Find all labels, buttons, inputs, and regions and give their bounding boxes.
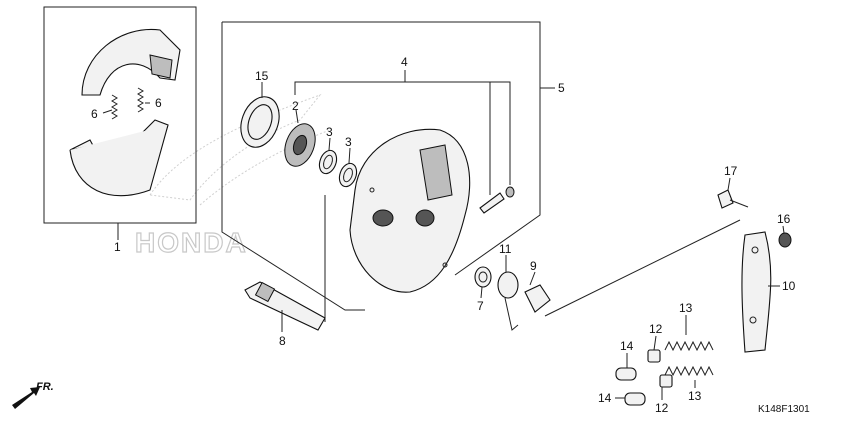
callout-7: 7 <box>477 299 484 313</box>
callout-4: 4 <box>401 55 408 69</box>
callout-14a: 14 <box>620 339 634 353</box>
nut-16 <box>778 225 792 248</box>
callout-5: 5 <box>558 81 565 95</box>
brake-panel-group <box>221 21 555 311</box>
return-spring-right <box>137 87 144 113</box>
brake-panel <box>349 128 471 293</box>
cam-shaft-8 <box>244 195 326 332</box>
brake-shoe-frame <box>43 6 197 224</box>
panel-frame-left <box>221 22 365 311</box>
callout-3b: 3 <box>345 135 352 149</box>
callout-12b: 12 <box>655 401 669 415</box>
panel-hole-left <box>372 209 394 227</box>
panel-frame-top-right <box>222 21 541 276</box>
callout-6b: 6 <box>155 96 162 110</box>
brake-shoe-upper <box>81 28 181 96</box>
washers-3 <box>318 137 358 188</box>
gear-2 <box>284 109 316 167</box>
bracket-10 <box>741 231 780 353</box>
callout-1: 1 <box>114 240 121 254</box>
watermark-text: HONDA <box>135 227 248 258</box>
bolt-17 <box>717 177 749 209</box>
callout-6a: 6 <box>91 107 98 121</box>
honda-watermark: HONDA <box>134 93 331 259</box>
callout-13b: 13 <box>688 389 702 403</box>
callout-16: 16 <box>777 212 791 226</box>
seal-15 <box>240 82 280 148</box>
pins-12 <box>647 335 673 400</box>
callout-9: 9 <box>530 259 537 273</box>
shoe-lower-rim <box>69 124 169 197</box>
panel-hole-right <box>415 209 435 227</box>
callout-3a: 3 <box>326 125 333 139</box>
shoe-upper-tab <box>149 54 173 79</box>
brake-shoe-group <box>43 6 197 240</box>
callout-17: 17 <box>724 164 738 178</box>
callout-2: 2 <box>292 99 299 113</box>
front-direction-arrow: FR. <box>12 381 54 409</box>
panel-rib <box>419 144 453 201</box>
callout-8: 8 <box>279 334 286 348</box>
callout-14b: 14 <box>598 391 612 405</box>
cable-adjuster <box>479 186 515 214</box>
direction-label: FR. <box>36 381 54 393</box>
collars-14 <box>615 353 646 406</box>
callout-10: 10 <box>782 279 796 293</box>
cable-leader <box>544 219 741 317</box>
leader-6a <box>102 109 113 114</box>
washer-7 <box>474 266 492 299</box>
arm-9 <box>524 271 551 313</box>
springs-13 <box>664 315 714 388</box>
panel-body <box>349 128 471 293</box>
spring-11 <box>497 255 519 331</box>
callout-13a: 13 <box>679 301 693 315</box>
callout-12a: 12 <box>649 322 663 336</box>
callout-15: 15 <box>255 69 269 83</box>
callout-11: 11 <box>499 242 512 256</box>
drawing-code: K148F1301 <box>758 404 810 415</box>
leader-4-bracket <box>294 81 511 185</box>
return-spring-left <box>111 94 118 120</box>
